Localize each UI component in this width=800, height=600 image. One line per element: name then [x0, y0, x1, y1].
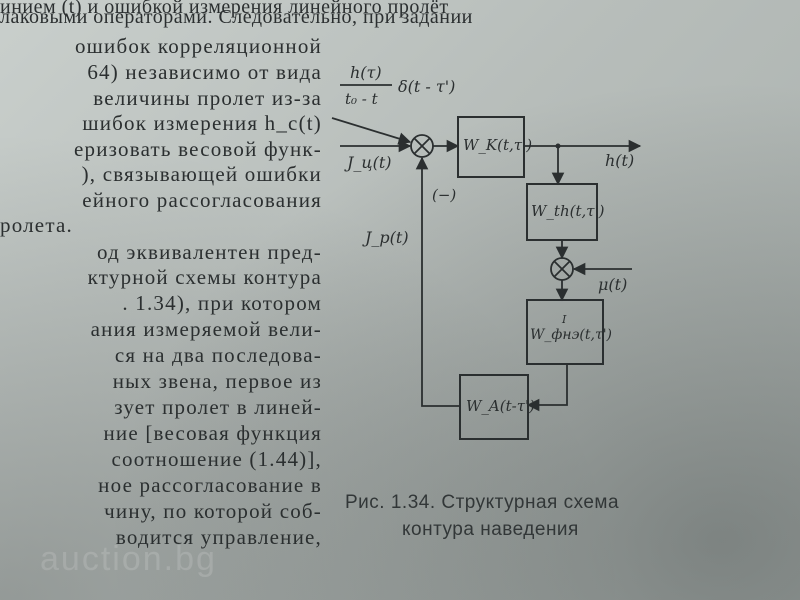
feedback-sign: (−)	[432, 186, 456, 204]
top-input-arrow	[331, 117, 412, 145]
input-left-label: J_ц(t)	[344, 153, 392, 172]
top-text-line-1: инием (t) и ошибкой измерения линейного …	[0, 0, 449, 18]
text-line: 64) независимо от вида	[87, 60, 322, 84]
feedback-arrow	[415, 156, 460, 407]
text-line: соотношение (1.44)],	[111, 447, 322, 471]
block-wk-label: W_K(t,τ')	[463, 136, 532, 154]
text-line: ейного рассогласования	[82, 188, 322, 212]
text-line: ное рассогласование в	[98, 473, 322, 497]
output-label: h(t)	[605, 151, 634, 170]
text-line: ания измеряемой вели-	[90, 317, 322, 341]
text-line: ошибок корреляционной	[74, 34, 322, 58]
text-line: величины пролет из-за	[93, 86, 322, 110]
text-line: ролета.	[0, 213, 73, 237]
text-line: ктурной схемы контура	[87, 265, 322, 289]
summing-junction-2	[550, 257, 574, 281]
top-input-factor: δ(t - τ')	[398, 77, 455, 96]
text-line: еризовать весовой функ-	[74, 137, 322, 161]
text-line: чину, по которой соб-	[104, 499, 322, 523]
watermark: auction.bg	[40, 540, 217, 578]
arrow-to-wa	[526, 364, 568, 412]
block-wth-label: W_th(t,τ')	[531, 202, 605, 220]
text-line: зует пролет в линей-	[114, 395, 322, 419]
figure-caption-line-2: контура наведения	[402, 519, 579, 540]
text-line: ние [весовая функция	[103, 421, 322, 445]
block-wa	[459, 374, 529, 440]
text-line: водится управление,	[115, 525, 322, 549]
text-line: шибок измерения h_c(t)	[82, 111, 322, 135]
block-wa-label: W_A(t-τ')	[466, 397, 535, 415]
text-line: ных звена, первое из	[112, 369, 322, 393]
top-text-line-2: лаковыми операторами. Следовательно, при…	[0, 6, 473, 28]
text-line: ), связывающей ошибки	[81, 162, 322, 186]
top-input-denominator: t₀ - t	[345, 90, 379, 108]
summing-junction-1	[410, 134, 434, 158]
text-line: . 1.34), при котором	[122, 291, 322, 315]
text-line: ся на два последова-	[114, 343, 322, 367]
top-input-numerator: h(τ)	[350, 63, 382, 82]
block-wfn	[526, 299, 604, 365]
block-wk	[457, 116, 525, 178]
block-wfn-label: W_фнэ(t,τ')	[530, 327, 612, 343]
block-wfn-superscript: I	[561, 313, 567, 326]
text-line: од эквивалентен пред-	[96, 240, 322, 264]
feedback-label: J_p(t)	[362, 228, 409, 247]
mu-label: μ(t)	[598, 275, 627, 294]
figure-caption-line-1: Рис. 1.34. Структурная схема	[345, 492, 620, 513]
